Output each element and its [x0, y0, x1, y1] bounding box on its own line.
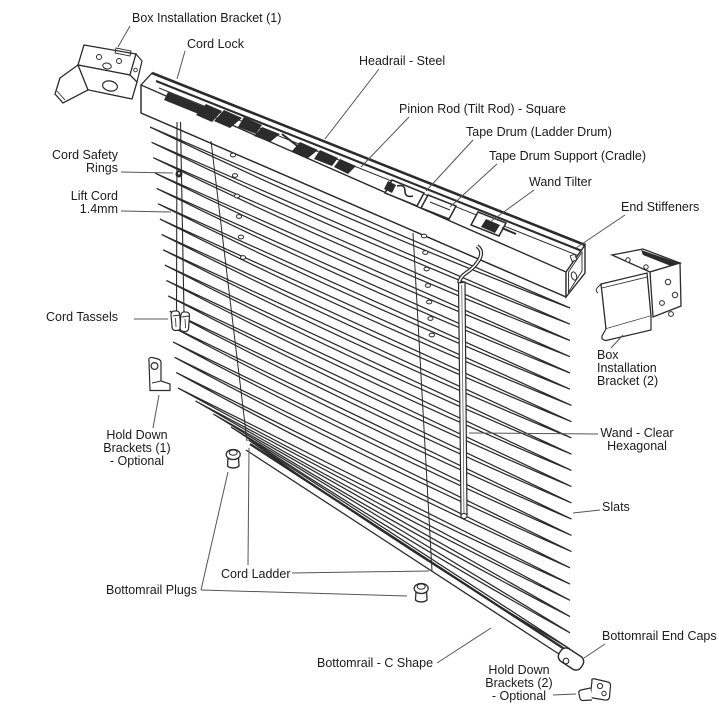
cord-hole [420, 233, 428, 239]
label-wand-clear-hexagonal: Wand - Clear Hexagonal [600, 426, 674, 453]
lift-cord-drawing [175, 121, 185, 314]
slat-line [169, 310, 572, 504]
wand-tilter-drawing [469, 211, 517, 237]
cord-route-holes-left [229, 152, 247, 260]
box-installation-bracket-2-drawing [595, 248, 683, 342]
cord-hole [229, 152, 237, 158]
leader-bottomrail-plugs-b [200, 589, 408, 597]
leader-hold-down-brackets-1 [152, 394, 160, 429]
leader-pinion-rod [360, 116, 410, 168]
cord-hole [231, 173, 239, 178]
label-end-stiffeners: End Stiffeners [621, 200, 700, 214]
cord-ladder-left-drawing [210, 140, 248, 442]
end-stiffener-drawing [565, 242, 586, 300]
slat-line [162, 249, 572, 439]
slat-line [149, 126, 571, 309]
label-bottomrail-plugs: Bottomrail Plugs [106, 583, 198, 597]
slat-line [171, 325, 572, 520]
bottomrail-plug-1-drawing [225, 448, 241, 469]
wand-drawing [457, 244, 484, 520]
leader-end-stiffeners [575, 214, 626, 249]
slat-line [230, 426, 571, 634]
cord-hole [426, 299, 433, 305]
leader-bottomrail-plugs-a [200, 471, 229, 591]
leader-hold-down-brackets-2 [552, 693, 577, 696]
box-installation-bracket-1-drawing [54, 44, 143, 104]
cord-hole [237, 234, 245, 240]
label-cord-tassels: Cord Tassels [46, 310, 119, 324]
cord-hole [423, 266, 430, 272]
leader-tape-drum [425, 139, 474, 192]
label-tape-drum: Tape Drum (Ladder Drum) [466, 125, 612, 139]
bottomrail-drawing [245, 443, 567, 657]
slats-drawing [149, 126, 572, 650]
label-bottomrail-c-shape: Bottomrail - C Shape [317, 656, 434, 670]
cord-safety-ring-drawing [175, 170, 183, 178]
slat-line [177, 387, 571, 585]
cord-hole [239, 255, 247, 260]
hold-down-bracket-1-drawing [148, 356, 171, 392]
leader-cord-ladder-a [247, 447, 250, 566]
label-cord-lock: Cord Lock [187, 37, 244, 51]
label-hold-down-brackets-1: Hold Down Brackets (1) - Optional [103, 428, 171, 468]
slat-line [153, 157, 571, 342]
cord-hole [428, 332, 435, 338]
slat-line [154, 172, 571, 358]
slat-line [159, 218, 572, 406]
label-cord-ladder: Cord Ladder [221, 567, 291, 581]
leader-tape-drum-support [449, 163, 498, 208]
leader-box-installation-bracket-2 [610, 334, 624, 349]
leader-cord-ladder-b [291, 570, 430, 574]
cord-route-holes-middle [420, 233, 435, 338]
slat-line [174, 356, 572, 553]
label-slats: Slats [602, 500, 630, 514]
label-box-installation-bracket-1: Box Installation Bracket (1) [132, 11, 282, 25]
leader-box-installation-bracket-1 [117, 25, 131, 48]
slat-line [161, 233, 572, 423]
slat-line [212, 413, 571, 618]
leader-bottomrail-end-caps [583, 643, 606, 659]
leader-wand-tilter [489, 189, 535, 223]
leader-lift-cord [120, 210, 172, 213]
leader-slats [572, 509, 601, 514]
slat-line [157, 203, 571, 390]
label-tape-drum-support: Tape Drum Support (Cradle) [489, 149, 647, 163]
bottomrail-plug-2-drawing [413, 582, 429, 603]
leader-cord-lock [176, 50, 186, 80]
label-pinion-rod: Pinion Rod (Tilt Rod) - Square [399, 102, 566, 116]
label-bottomrail-end-caps: Bottomrail End Caps [602, 629, 717, 643]
slat-line [172, 341, 572, 536]
slat-line [195, 400, 571, 601]
slat-line [175, 372, 571, 569]
label-headrail: Headrail - Steel [359, 54, 446, 68]
hold-down-bracket-2-drawing [578, 678, 612, 702]
cord-hole [233, 193, 241, 199]
cord-lock-drawing [164, 92, 356, 174]
cord-hole [235, 214, 243, 219]
tape-drum-support-drawing [419, 194, 458, 220]
slat-line [166, 279, 572, 471]
tape-drum-drawing [383, 179, 426, 207]
slat-line [156, 187, 571, 374]
leader-cord-safety-rings [120, 171, 174, 174]
label-cord-safety-rings: Cord Safety Rings [51, 148, 118, 175]
bottomrail-end-cap-drawing [557, 647, 585, 671]
label-wand-tilter: Wand Tilter [529, 175, 592, 189]
cord-hole [427, 316, 434, 321]
label-hold-down-brackets-2: Hold Down Brackets (2) - Optional [485, 663, 553, 703]
leader-bottomrail-c-shape [436, 627, 492, 664]
slat-line [164, 264, 572, 455]
slat-line [151, 141, 571, 325]
slat-line [167, 295, 572, 488]
label-lift-cord: Lift Cord 1.4mm [70, 189, 118, 216]
label-box-installation-bracket-2: Box Installation Bracket (2) [597, 348, 659, 388]
leader-lines [117, 25, 626, 696]
leader-wand [468, 432, 599, 435]
leader-headrail [324, 68, 380, 140]
cord-hole [422, 250, 429, 255]
cord-tassels-drawing [170, 310, 191, 333]
cord-hole [424, 283, 431, 288]
cord-ladder-middle-drawing [412, 232, 433, 572]
